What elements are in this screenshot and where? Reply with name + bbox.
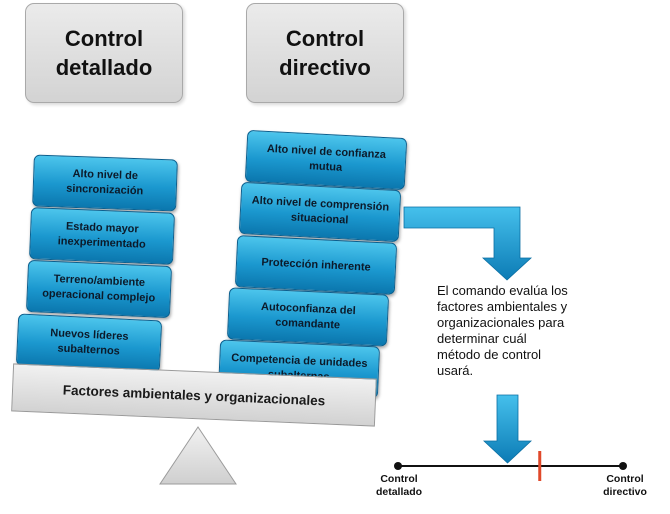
explanation-text: El comando evalúa los factores ambiental…	[437, 283, 568, 378]
scale-right-label: Control directivo	[603, 473, 647, 498]
beam-label: Factores ambientales y organizacionales	[62, 382, 326, 408]
down-arrow	[482, 394, 533, 464]
factor-mutual-trust: Alto nivel de confianza mutua	[244, 129, 408, 191]
factor-complex-environment: Terreno/ambiente operacional complejo	[25, 259, 173, 319]
header-directive-control: Control directivo	[246, 3, 404, 103]
header-directive-control-label: Control directivo	[279, 26, 371, 80]
header-detailed-control: Control detallado	[25, 3, 183, 103]
factor-inexperienced-staff: Estado mayor inexperimentado	[29, 207, 175, 265]
header-detailed-control-label: Control detallado	[55, 26, 153, 80]
factor-shared-understanding: Alto nivel de comprensión situacional	[238, 181, 402, 243]
scale-left-label: Control detallado	[375, 473, 423, 498]
bent-arrow	[403, 206, 533, 281]
factor-commander-confidence: Autoconfianza del comandante	[226, 287, 390, 347]
fulcrum-triangle	[159, 426, 237, 485]
factor-inherent-protection: Protección inherente	[234, 235, 398, 295]
factor-synchronization: Alto nivel de sincronización	[32, 154, 178, 212]
scale-left-dot	[394, 462, 402, 470]
scale-right-dot	[619, 462, 627, 470]
